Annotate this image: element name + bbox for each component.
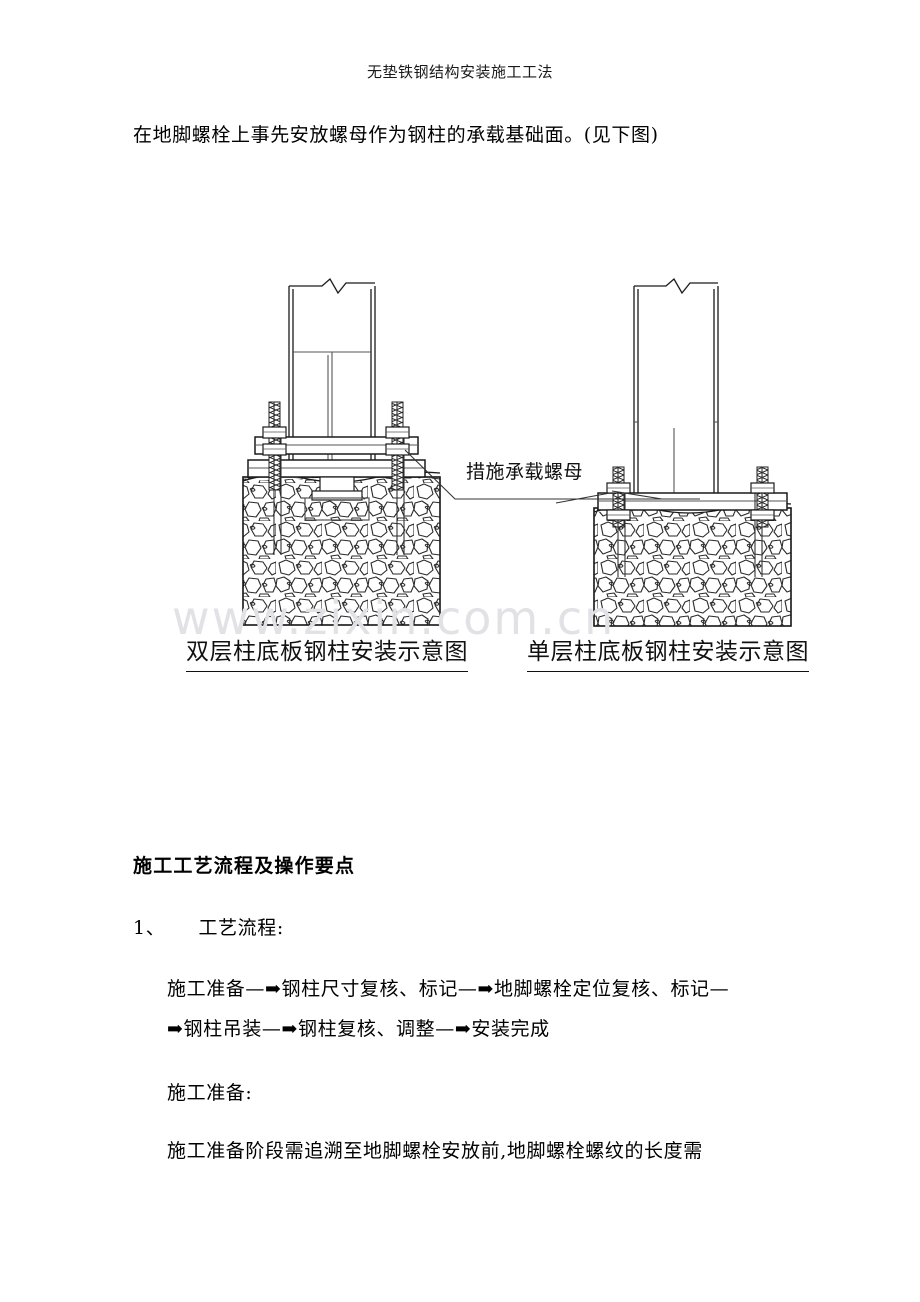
caption-single-base-plate: 单层柱底板钢柱安装示意图: [527, 634, 809, 672]
preparation-paragraph: 施工准备阶段需追溯至地脚螺栓安放前,地脚螺栓螺纹的长度需: [167, 1140, 703, 1162]
running-header: 无垫铁钢结构安装施工工法: [366, 63, 553, 81]
process-flow-line-1: 施工准备—➡钢柱尺寸复核、标记—➡地脚螺栓定位复核、标记—: [167, 978, 730, 1000]
left-anchor-bolt-2: [385, 401, 410, 555]
annotation-label-text: 措施承载螺母: [466, 461, 583, 483]
right-anchor-bolt-1: [606, 466, 631, 577]
intro-paragraph: 在地脚螺栓上事先安放螺母作为钢柱的承载基础面。(见下图): [133, 124, 659, 146]
left-column-shaft: [288, 277, 376, 462]
right-diagram-single-base-plate: [593, 277, 792, 627]
preparation-label: 施工准备:: [167, 1082, 253, 1104]
left-anchor-bolt-1: [262, 401, 287, 555]
caption-double-base-plate: 双层柱底板钢柱安装示意图: [186, 634, 468, 672]
steel-column-installation-figure: 措施承载螺母: [0, 255, 920, 675]
list-item-process-flow: 1、 工艺流程:: [133, 917, 284, 939]
right-column-shaft: [633, 277, 719, 493]
right-column-stiffener: [634, 421, 718, 493]
figure-captions: 双层柱底板钢柱安装示意图 单层柱底板钢柱安装示意图: [0, 634, 920, 674]
section-heading-process: 施工工艺流程及操作要点: [133, 855, 356, 877]
left-diagram-double-base-plate: [242, 277, 441, 626]
annotation-leader-lines-right: [555, 492, 611, 504]
process-flow-line-2: ➡钢柱吊装—➡钢柱复核、调整—➡安装完成: [167, 1018, 550, 1040]
left-upper-base-plate: [254, 436, 419, 455]
right-anchor-bolt-2: [750, 466, 775, 577]
left-embedded-block: [304, 476, 370, 521]
